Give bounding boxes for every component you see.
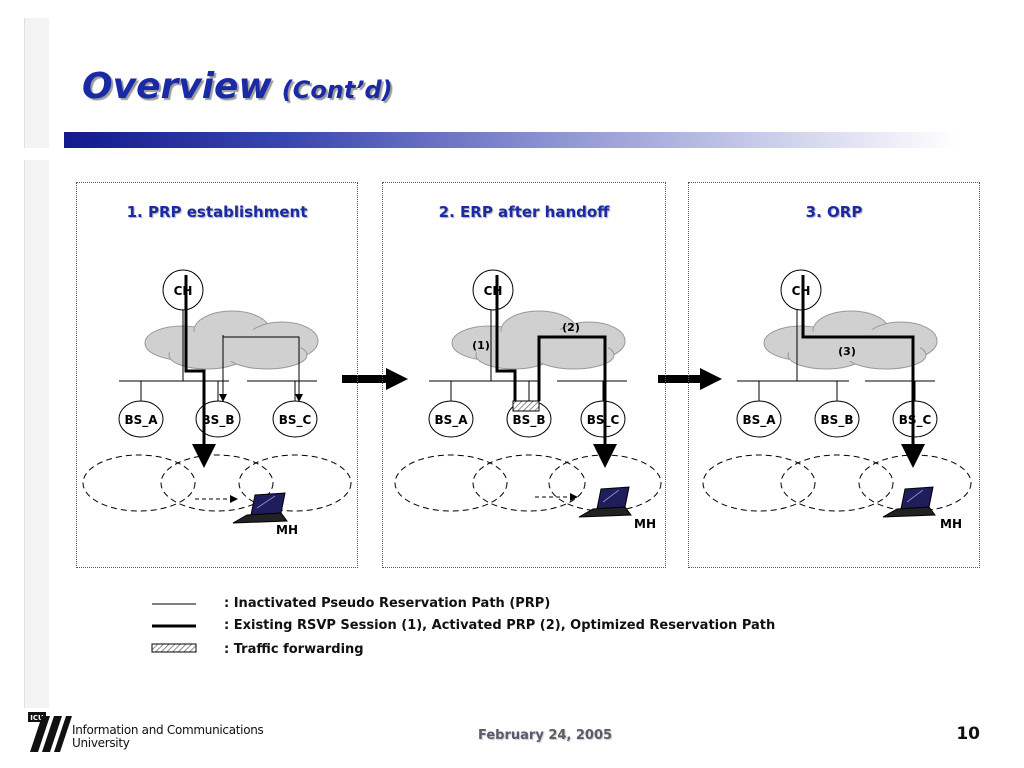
bs-b-node [814, 400, 860, 438]
path-label-3: (3) [838, 345, 856, 358]
ch-node [780, 269, 822, 311]
arrow-right-icon [658, 368, 722, 390]
bs-a-label: BS_A [742, 413, 776, 428]
panel-title: 3. ORP [805, 203, 863, 221]
title-underline-bar [64, 132, 956, 148]
bs-c-label: BS_C [587, 413, 620, 428]
activated-prp-path [537, 335, 617, 468]
panel-diagram: CH BS_A BS_B BS_C (3) MH [702, 269, 972, 531]
bs-a-node [428, 400, 474, 438]
ch-node [162, 269, 204, 311]
legend-thin-line [152, 603, 196, 605]
legend-text: : Inactivated Pseudo Reservation Path (P… [224, 596, 551, 611]
panel-title: 2. ERP after handoff [438, 203, 610, 221]
bs-a-label: BS_A [124, 413, 158, 428]
laptop-icon [882, 486, 936, 518]
bs-b-node [195, 400, 241, 438]
slide-title-suffix: (Cont’d) [281, 76, 393, 104]
bs-b-label: BS_B [202, 413, 235, 428]
footer-date: February 24, 2005 [478, 728, 613, 743]
panel-orp: 3. ORP CH BS_A BS_B BS_C (3) [688, 182, 980, 568]
cell-bs-c [858, 454, 972, 512]
cell-bs-c [238, 454, 352, 512]
laptop-icon [578, 486, 632, 518]
cell-bs-b [780, 454, 894, 512]
traffic-forwarding-marker [512, 400, 540, 412]
ch-label: CH [174, 284, 193, 298]
rsvp-session-path [495, 275, 517, 401]
mh-label: MH [634, 517, 656, 531]
mh-label: MH [940, 517, 962, 531]
ch-label: CH [792, 284, 811, 298]
ch-node [472, 269, 514, 311]
path-label-2: (2) [562, 321, 580, 334]
cloud-icon [144, 310, 319, 370]
panel-title: 1. PRP establishment [126, 203, 308, 221]
slide-title: Overview (Cont’d) [82, 66, 393, 107]
bs-c-node [580, 400, 626, 438]
rsvp-session-path [184, 275, 216, 468]
panel-diagram: CH BS_A BS_B BS_C MH [82, 269, 352, 537]
prp-path-bs-c [222, 335, 303, 402]
bs-c-label: BS_C [899, 413, 932, 428]
panel-diagram: CH BS_A BS_B BS_C (1) (2) MH [394, 269, 662, 531]
mh-label: MH [276, 523, 298, 537]
cloud-icon [763, 310, 938, 370]
cell-bs-b [472, 454, 586, 512]
legend-hatch-swatch [151, 643, 197, 653]
bs-b-label: BS_B [821, 413, 854, 428]
icu-logo: ICU [28, 712, 72, 752]
university-name-line1: Information and Communications [72, 723, 264, 737]
bs-c-label: BS_C [279, 413, 312, 428]
logo-mark: ICU [30, 714, 44, 722]
university-name: Information and Communications Universit… [72, 724, 264, 750]
slide-title-main: Overview [82, 66, 272, 107]
left-decor-bar-bottom [24, 160, 49, 708]
bs-a-label: BS_A [434, 413, 468, 428]
path-label-1: (1) [472, 339, 490, 352]
legend-thick-line [152, 624, 196, 628]
bs-a-node [736, 400, 782, 438]
optimized-reservation-path [801, 275, 925, 468]
cell-bs-c [548, 454, 662, 512]
left-decor-bar-top [24, 18, 49, 148]
university-name-line2: University [72, 736, 130, 750]
arrow-right-icon [342, 368, 408, 390]
legend-text: : Existing RSVP Session (1), Activated P… [224, 618, 776, 633]
legend-text: : Traffic forwarding [224, 642, 364, 657]
bs-a-node [118, 400, 164, 438]
panel-prp-establishment: 1. PRP establishment CH BS_A [76, 182, 358, 568]
cell-bs-b [160, 454, 274, 512]
page-number: 10 [956, 724, 980, 744]
cell-bs-a [394, 454, 508, 512]
bs-c-node [892, 400, 938, 438]
panel-erp-after-handoff: 2. ERP after handoff CH BS_A [382, 182, 666, 568]
laptop-icon [232, 492, 288, 524]
ch-label: CH [484, 284, 503, 298]
cell-bs-a [702, 454, 816, 512]
bs-b-label: BS_B [513, 413, 546, 428]
cell-bs-a [82, 454, 196, 512]
